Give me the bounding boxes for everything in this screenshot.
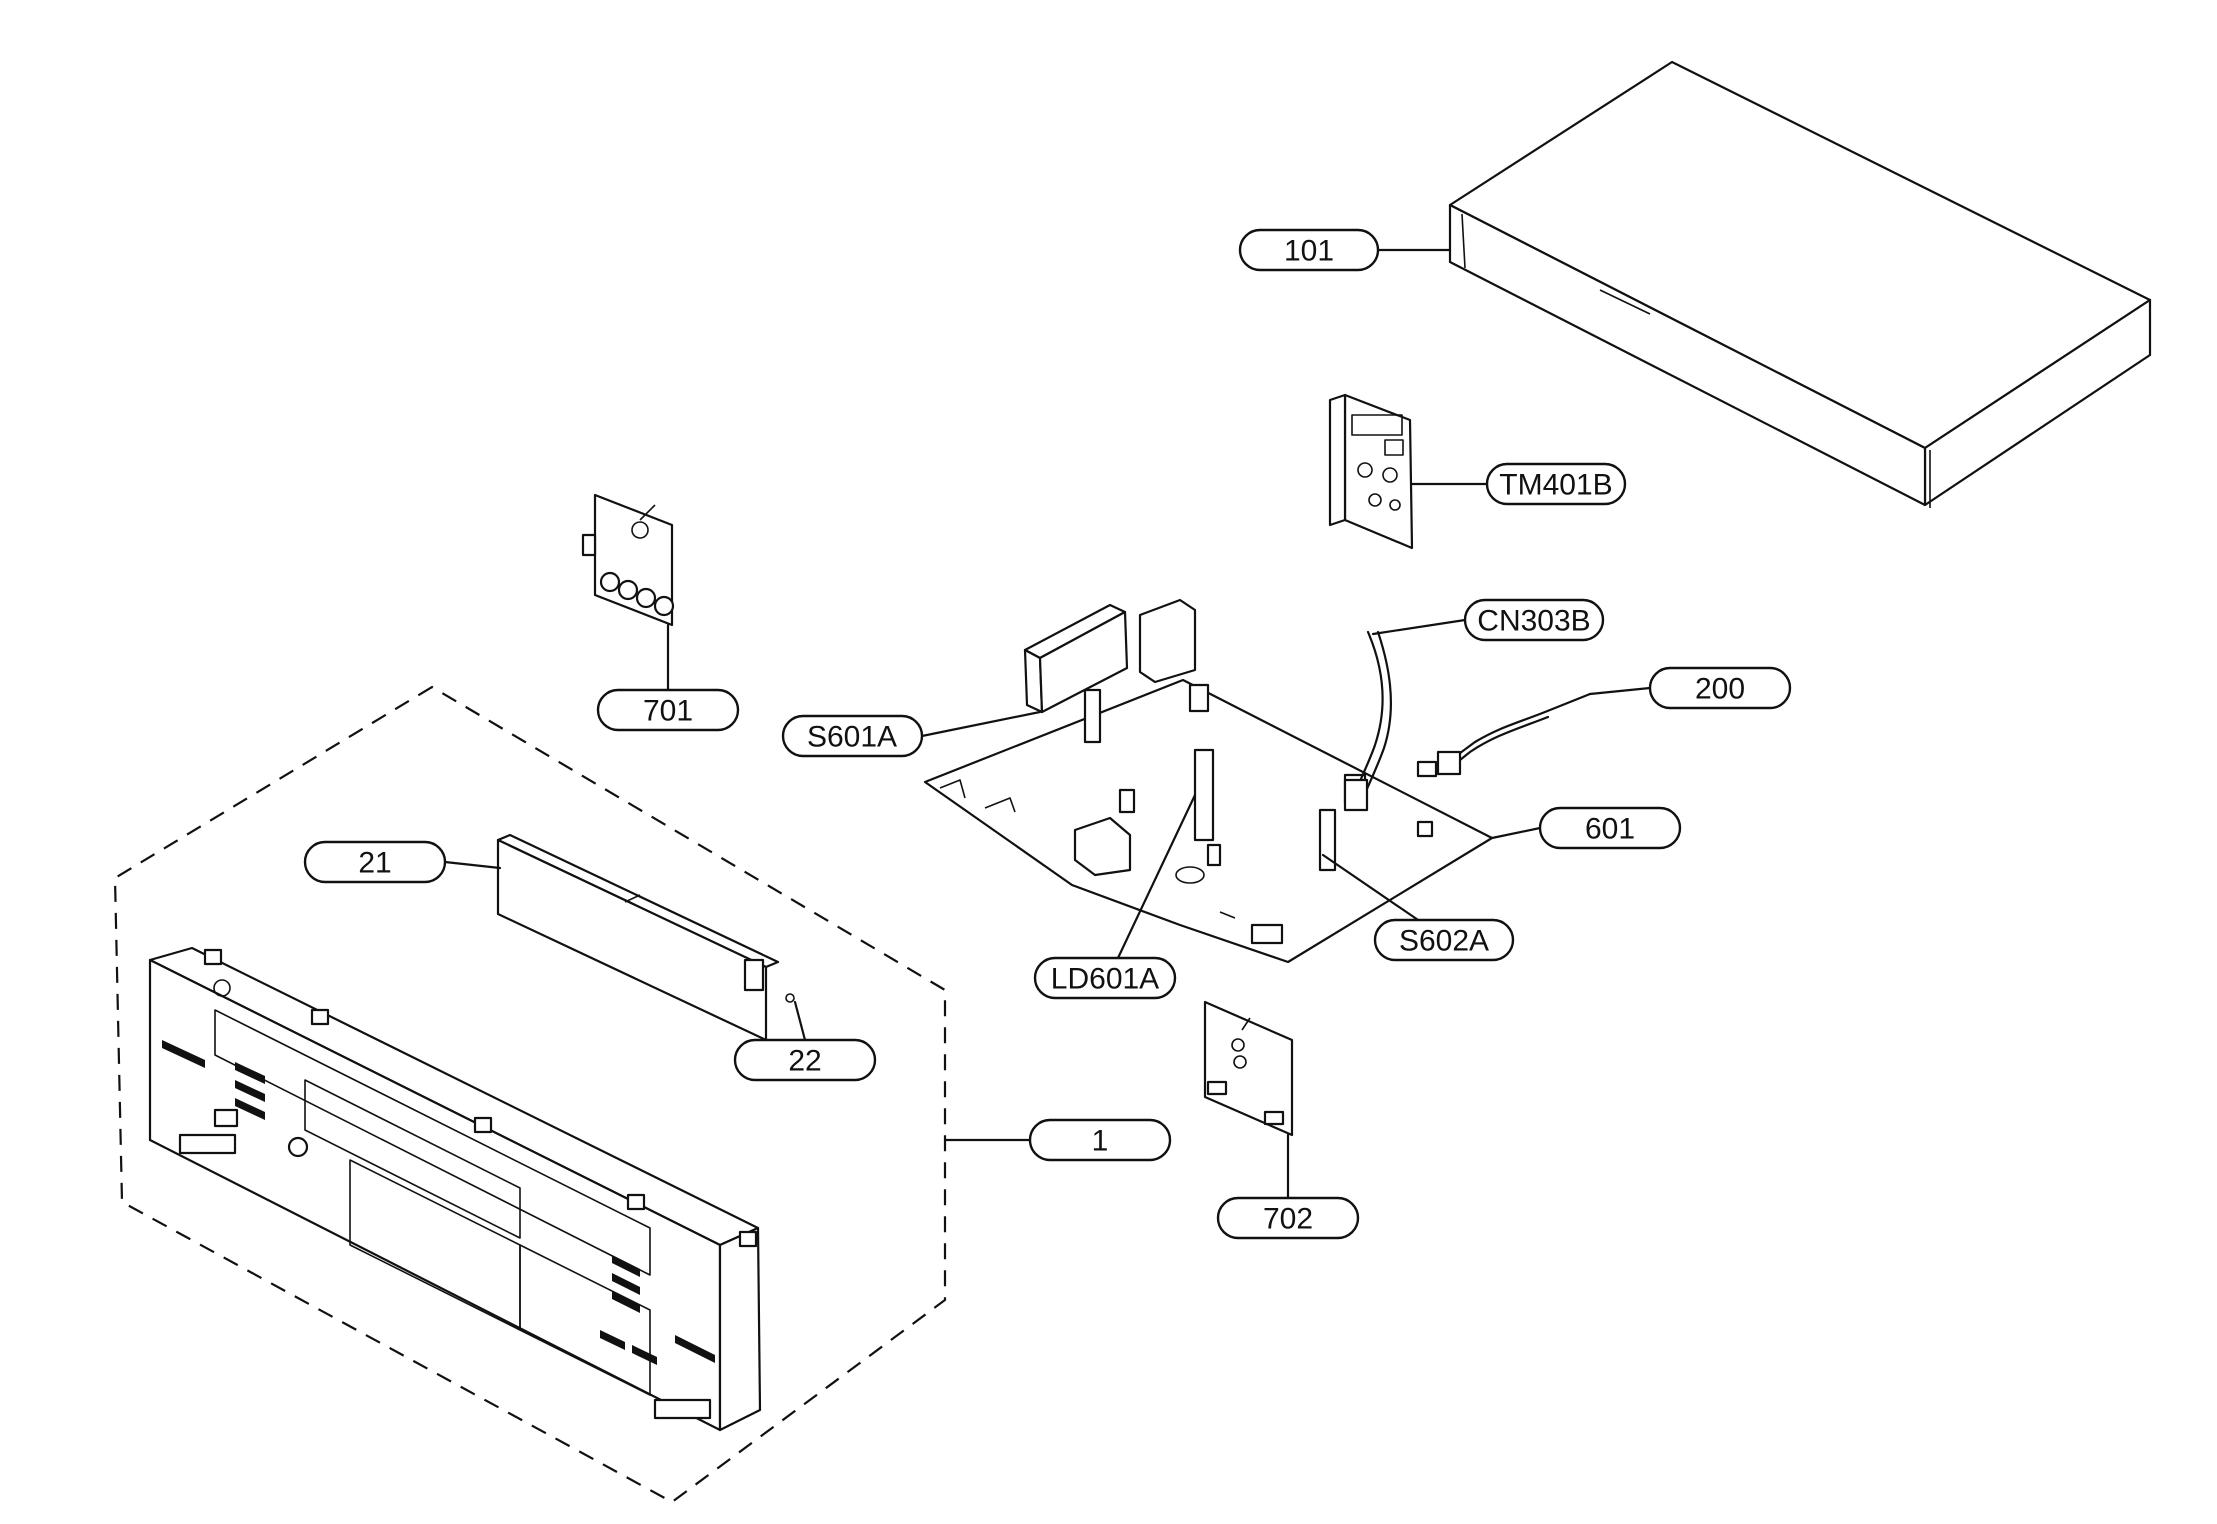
tuner-module-part bbox=[1328, 393, 1414, 550]
callout-1: 1 bbox=[1028, 1118, 1172, 1162]
callout-text-22: 22 bbox=[788, 1045, 821, 1078]
callout-text-cn303b: CN303B bbox=[1477, 605, 1590, 638]
callout-text-tm401b: TM401B bbox=[1499, 469, 1612, 502]
switch-board-702-part bbox=[1203, 1000, 1294, 1137]
callout-21: 21 bbox=[303, 840, 447, 884]
callout-701: 701 bbox=[596, 688, 740, 732]
callout-text-s601a: S601A bbox=[807, 721, 897, 754]
callout-702: 702 bbox=[1216, 1196, 1360, 1240]
callout-text-ld601a: LD601A bbox=[1051, 963, 1159, 996]
callout-601: 601 bbox=[1538, 806, 1682, 850]
callout-s602a: S602A bbox=[1373, 918, 1515, 962]
callout-101: 101 bbox=[1238, 228, 1380, 272]
callout-text-200: 200 bbox=[1695, 673, 1745, 706]
callout-text-1: 1 bbox=[1092, 1125, 1109, 1158]
power-cord-part bbox=[1416, 692, 1592, 778]
callout-text-s602a: S602A bbox=[1399, 925, 1489, 958]
callout-text-601: 601 bbox=[1585, 813, 1635, 846]
display-window-part bbox=[496, 833, 795, 1042]
callout-text-21: 21 bbox=[358, 847, 391, 880]
front-panel-part bbox=[148, 946, 762, 1432]
callout-s601a: S601A bbox=[781, 714, 924, 758]
callout-22: 22 bbox=[733, 1038, 877, 1082]
callout-ld601a: LD601A bbox=[1033, 956, 1177, 1000]
top-cover-part bbox=[1448, 60, 2152, 508]
callout-tm401b: TM401B bbox=[1485, 462, 1627, 506]
callout-text-701: 701 bbox=[643, 695, 693, 728]
callout-text-101: 101 bbox=[1284, 235, 1334, 268]
jack-board-701-part bbox=[581, 493, 675, 627]
main-board-part bbox=[923, 598, 1494, 964]
callout-200: 200 bbox=[1648, 666, 1792, 710]
callout-cn303b: CN303B bbox=[1463, 598, 1605, 642]
callout-text-702: 702 bbox=[1263, 1203, 1313, 1236]
cable-harness-part bbox=[1343, 630, 1393, 812]
